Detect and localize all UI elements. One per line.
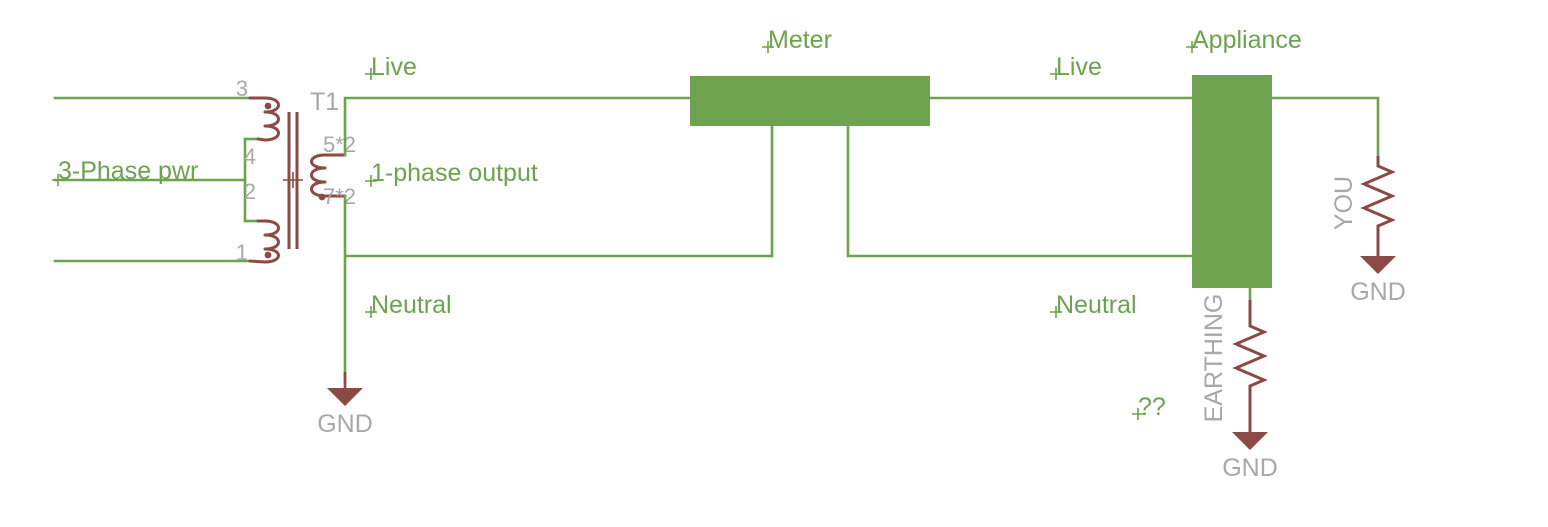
meter-body[interactable] bbox=[690, 76, 930, 126]
meter-to-appliance-wiring bbox=[846, 96, 1194, 258]
three-phase-input-wires bbox=[53, 96, 260, 263]
net-anchor-cross bbox=[52, 174, 64, 186]
secondary-winding bbox=[310, 153, 347, 198]
gnd-triangle-earthing bbox=[1232, 432, 1268, 450]
net-anchor-cross bbox=[365, 175, 377, 187]
net-label-unknown: ?? bbox=[1132, 393, 1166, 421]
net-anchor-cross bbox=[1132, 408, 1144, 420]
pin-label-5x2: 5*2 bbox=[323, 132, 356, 157]
resistor-you-label: YOU bbox=[1330, 176, 1358, 230]
pin-label-1: 1 bbox=[236, 240, 248, 265]
gnd-triangle-you bbox=[1360, 256, 1396, 274]
pin-label-2: 2 bbox=[244, 179, 256, 204]
polarity-dot-pin3 bbox=[264, 102, 272, 110]
net-label-one-phase-output: 1-phase output bbox=[365, 159, 538, 187]
net-label-appliance-text: Appliance bbox=[1192, 26, 1302, 54]
earthing-branch: EARTHING GND bbox=[1200, 268, 1278, 482]
net-label-neutral-left-text: Neutral bbox=[371, 291, 452, 319]
ground-symbol-transformer-neutral: GND bbox=[317, 372, 373, 438]
gnd-label-earthing: GND bbox=[1222, 454, 1278, 482]
pin-label-4: 4 bbox=[244, 144, 256, 169]
gnd-label-transformer-neutral: GND bbox=[317, 410, 373, 438]
resistor-earthing-symbol[interactable] bbox=[1232, 300, 1268, 432]
net-label-live-right: Live bbox=[1050, 53, 1102, 81]
wire-live-left bbox=[343, 96, 692, 157]
gnd-label-you: GND bbox=[1350, 278, 1406, 306]
net-anchor-cross bbox=[365, 306, 377, 318]
net-label-neutral-right-text: Neutral bbox=[1056, 291, 1137, 319]
secondary-wiring bbox=[343, 96, 774, 387]
net-anchor-cross bbox=[1186, 41, 1198, 53]
net-anchor-cross bbox=[1050, 306, 1062, 318]
net-label-meter-text: Meter bbox=[768, 26, 832, 54]
net-label-one-phase-output-text: 1-phase output bbox=[371, 159, 538, 187]
transformer-core bbox=[283, 112, 303, 249]
net-label-meter: Meter bbox=[762, 26, 832, 54]
net-anchor-cross bbox=[762, 41, 774, 53]
appliance-block[interactable] bbox=[1192, 75, 1272, 288]
meter-block[interactable] bbox=[690, 76, 930, 258]
net-label-neutral-left: Neutral bbox=[365, 291, 452, 319]
pin-label-3: 3 bbox=[236, 76, 248, 101]
transformer-t1[interactable]: 3 4 2 1 5*2 7*2 T1 bbox=[236, 76, 356, 265]
gnd-triangle bbox=[327, 388, 363, 406]
net-label-live-left-text: Live bbox=[371, 53, 417, 81]
net-anchor-cross bbox=[1050, 68, 1062, 80]
pin-label-7x2: 7*2 bbox=[323, 184, 356, 209]
net-label-unknown-text: ?? bbox=[1138, 393, 1166, 421]
core-center-tick bbox=[283, 172, 303, 188]
net-label-live-left: Live bbox=[365, 53, 417, 81]
polarity-dot-pin7x2 bbox=[318, 193, 326, 201]
appliance-body[interactable] bbox=[1192, 75, 1272, 288]
polarity-dot-pin1 bbox=[264, 251, 272, 259]
resistor-earthing-label: EARTHING bbox=[1200, 294, 1228, 423]
net-anchor-cross bbox=[365, 68, 377, 80]
net-label-neutral-right: Neutral bbox=[1050, 291, 1137, 319]
primary-winding-upper bbox=[248, 96, 280, 142]
primary-winding-lower bbox=[248, 219, 280, 264]
net-label-live-right-text: Live bbox=[1056, 53, 1102, 81]
net-label-three-phase: 3-Phase pwr bbox=[52, 157, 198, 186]
net-label-appliance: Appliance bbox=[1186, 26, 1302, 54]
transformer-designator: T1 bbox=[310, 88, 339, 116]
you-branch: YOU GND bbox=[1270, 96, 1406, 306]
resistor-you-symbol[interactable] bbox=[1360, 156, 1396, 256]
wire-appliance-to-you bbox=[1270, 96, 1380, 158]
net-label-three-phase-text: 3-Phase pwr bbox=[58, 157, 198, 185]
